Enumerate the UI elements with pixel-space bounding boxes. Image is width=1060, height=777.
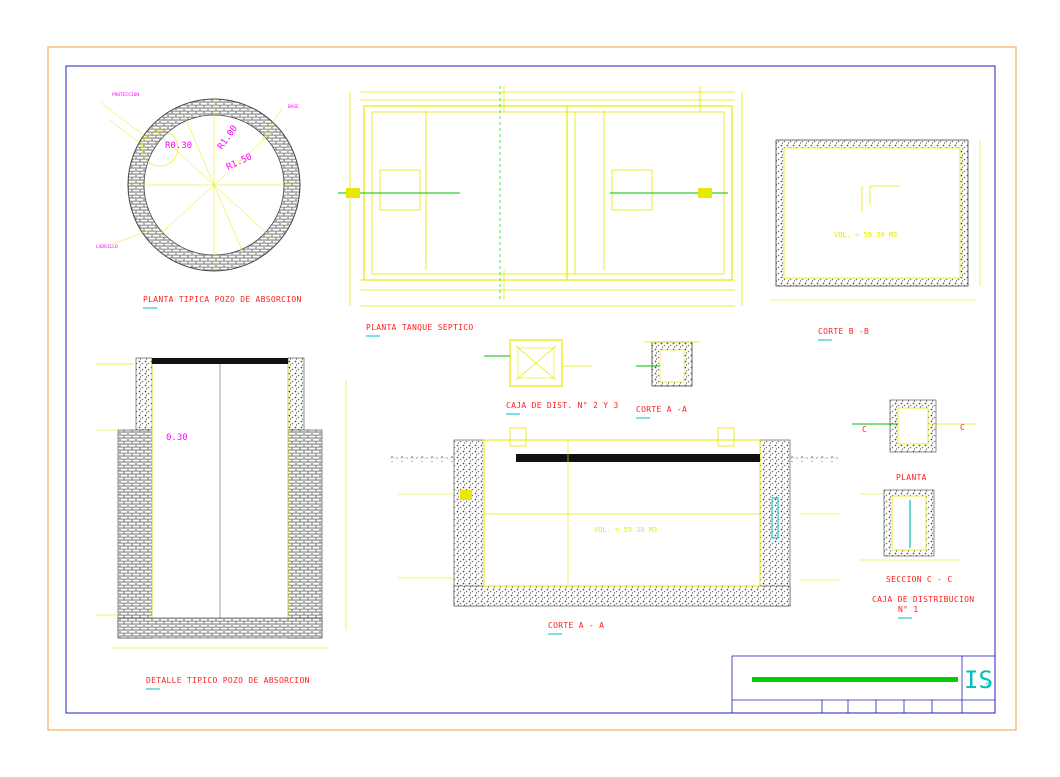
marker-c-right: C [960, 423, 965, 432]
title-corte-bb: CORTE B -B [818, 327, 869, 336]
title-corte-aa-small: CORTE A -A [636, 405, 687, 414]
planta-tanque-view [349, 86, 743, 307]
detalle-pozo-view: 0.30 DETALLE TIPICO POZO DE ABSORCION [96, 357, 347, 690]
inner-frame [65, 65, 996, 714]
title-planta-pozo: PLANTA TIPICA POZO DE ABSORCION [143, 295, 302, 304]
outer-frame [47, 46, 1017, 731]
corte-aa-view: VOL. = 59.30 M3 CORTE A - A [390, 427, 840, 635]
title-corte-aa: CORTE A - A [548, 621, 604, 630]
corte-aa-small-view: CORTE A -A [636, 341, 700, 419]
title-caja-dist-23: CAJA DE DIST. N° 2 Y 3 [506, 401, 619, 410]
title-planta-tanque: PLANTA TANQUE SEPTICO [366, 323, 473, 332]
title-seccion-cc: SECCION C - C [886, 575, 953, 584]
title-bar [752, 677, 958, 682]
caja-distribucion-view: C C PLANTA SECCION C - C CAJA DE DISTRIB… [852, 399, 976, 619]
marker-c-left: C [862, 425, 867, 434]
planta-tanque-pipes [338, 86, 728, 300]
vol-aa: VOL. = 59.30 M3 [594, 526, 657, 534]
pozo-note-3: LADRILLO [96, 244, 118, 250]
title-block-logo: IS [964, 666, 993, 694]
title-caja-distribucion: CAJA DE DISTRIBUCION [872, 595, 974, 604]
pozo-note-1: PROTECCION [112, 92, 139, 98]
title-caja-numero: N° 1 [898, 605, 918, 614]
title-planta-caja: PLANTA [896, 473, 927, 482]
pozo-note-2: BASE [288, 104, 299, 110]
title-block-logo-sub: 07 [986, 682, 992, 688]
title-detalle-pozo: DETALLE TIPICO POZO DE ABSORCION [146, 676, 310, 685]
dim-030: 0.30 [166, 433, 188, 443]
corte-bb-view: VOL. = 59.30 M3 CORTE B -B [770, 139, 981, 341]
vol-bb: VOL. = 59.30 M3 [834, 231, 897, 239]
caja-dist-23-view: CAJA DE DIST. N° 2 Y 3 [484, 339, 619, 415]
dim-r030: R0.30 [165, 141, 192, 151]
planta-pozo-view: PROTECCION BASE LADRILLO R0.30 R1.00 R1.… [96, 92, 302, 309]
title-block [731, 655, 996, 714]
